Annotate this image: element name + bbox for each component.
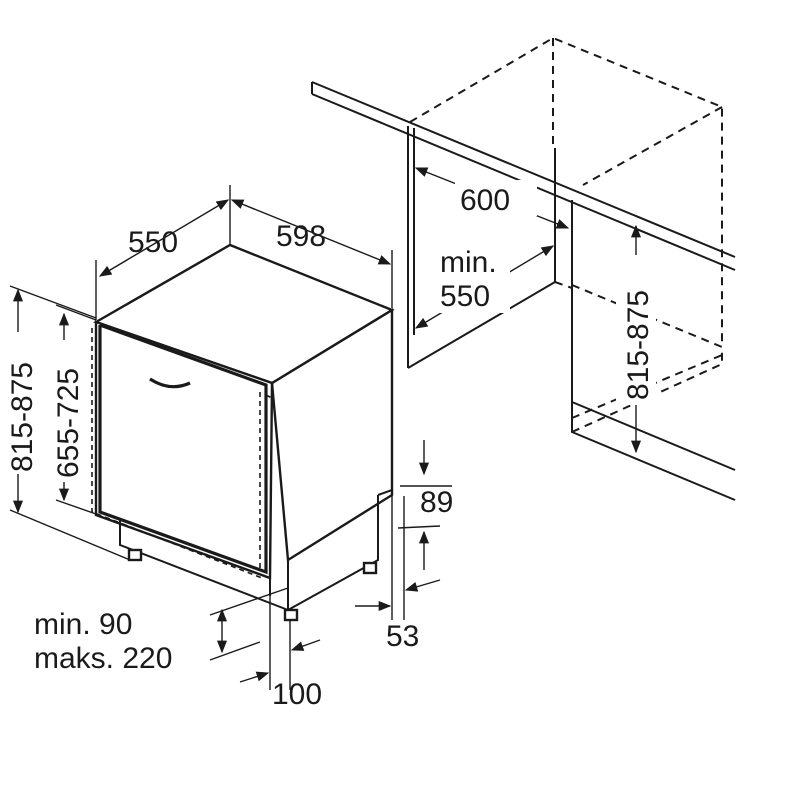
dim-plinth: 89 53 <box>355 440 453 653</box>
dim-niche: 600 min. 550 <box>414 167 570 329</box>
niche-height-label: 815-875 <box>622 290 655 400</box>
width-label: 598 <box>276 220 326 253</box>
plinth-cutout-label: 89 <box>420 486 453 519</box>
total-height-label: 815-875 <box>6 362 39 472</box>
cabinet-niche <box>311 36 736 501</box>
dim-niche-height: 815-875 <box>616 224 656 454</box>
front-height-label: 655-725 <box>52 368 85 478</box>
plinth-depth-label: 53 <box>386 620 419 653</box>
kick-setback-label: 100 <box>272 678 322 711</box>
dim-left-heights: 815-875 655-725 <box>4 285 131 561</box>
depth-label: 550 <box>128 226 178 259</box>
kick-height-label-1: min. 90 <box>34 608 132 641</box>
niche-width-label: 600 <box>460 184 510 217</box>
niche-depth-label-2: 550 <box>440 280 490 313</box>
dim-top: 550 598 <box>95 185 393 320</box>
kick-height-label-2: maks. 220 <box>34 642 172 675</box>
dishwasher-body <box>91 243 395 622</box>
dim-kick: min. 90 maks. 220 100 <box>34 587 322 711</box>
niche-depth-label-1: min. <box>440 246 497 279</box>
